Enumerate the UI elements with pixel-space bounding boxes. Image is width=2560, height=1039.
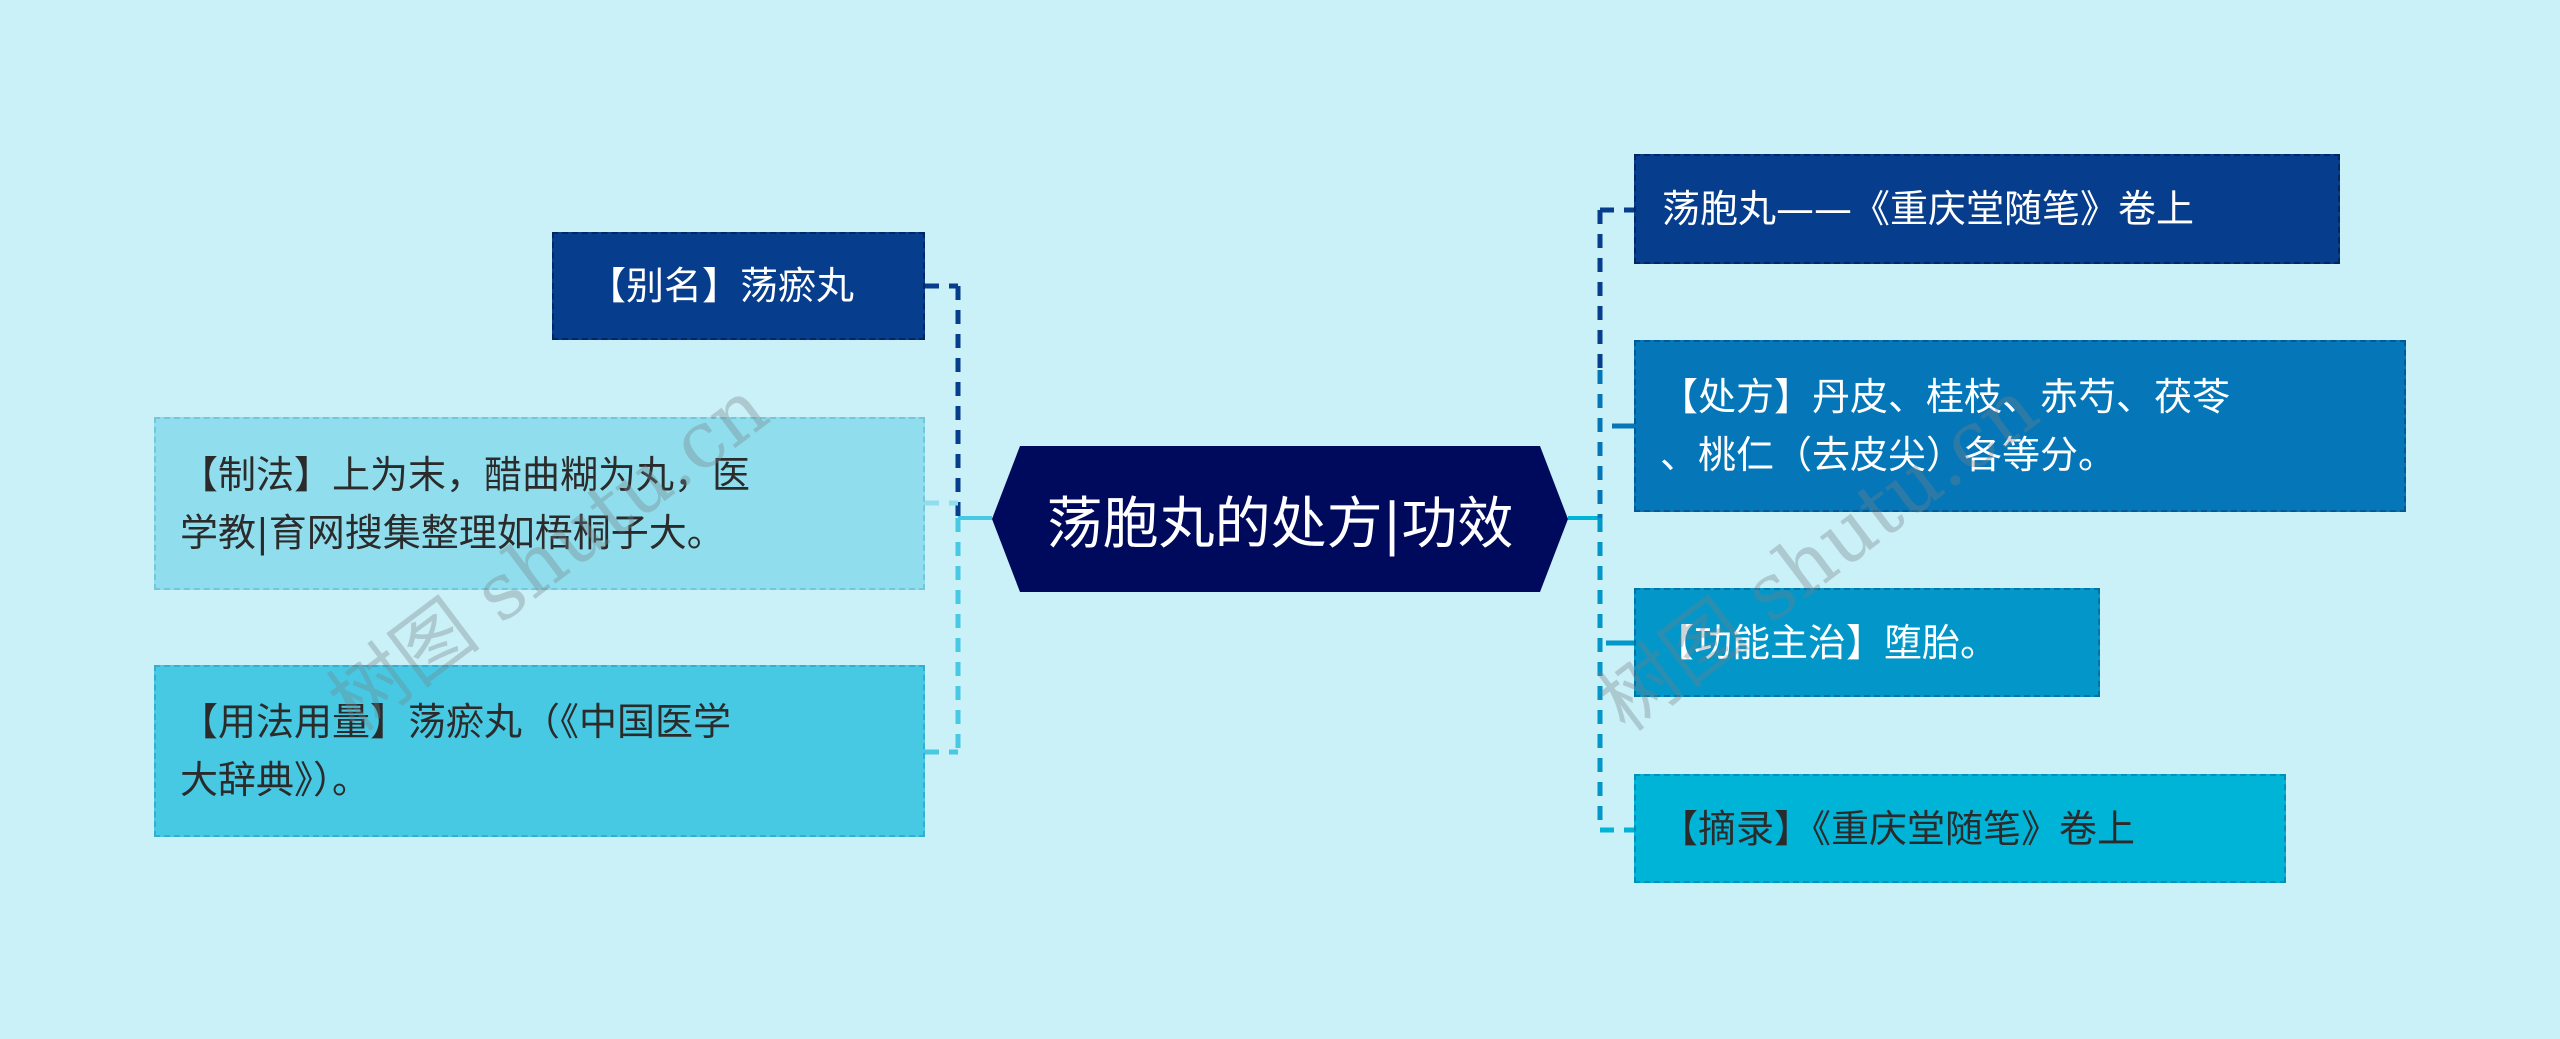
node-source-text: 荡胞丸——《重庆堂随笔》卷上 [1662,187,2195,231]
node-excerpt[interactable]: 【摘录】《重庆堂随笔》卷上 [1634,774,2286,883]
node-excerpt-text: 【摘录】《重庆堂随笔》卷上 [1660,806,2136,851]
node-usage-line2: 大辞典》）。 [180,758,371,802]
node-preparation[interactable]: 【制法】上为末，醋曲糊为丸，医 学教|育网搜集整理如梧桐子大。 [154,417,925,590]
node-usage-line1: 【用法用量】荡瘀丸（《中国医学 [180,700,732,744]
hexagon-shape [992,446,1568,592]
node-prescription-line2: 、桃仁（去皮尖）各等分。 [1660,433,2117,477]
root-label: 荡胞丸的处方|功效 [1046,491,1514,557]
node-usage[interactable]: 【用法用量】荡瘀丸（《中国医学 大辞典》）。 [154,665,925,837]
node-source[interactable]: 荡胞丸——《重庆堂随笔》卷上 [1634,154,2340,264]
node-indication[interactable]: 【功能主治】堕胎。 [1634,588,2100,697]
node-preparation-line2: 学教|育网搜集整理如梧桐子大。 [180,510,725,555]
node-prescription-line1: 【处方】丹皮、桂枝、赤芍、茯苓 [1660,375,2231,419]
node-preparation-line1: 【制法】上为末，醋曲糊为丸，医 [180,452,751,497]
node-prescription[interactable]: 【处方】丹皮、桂枝、赤芍、茯苓 、桃仁（去皮尖）各等分。 [1634,340,2406,512]
node-alias[interactable]: 【别名】荡瘀丸 [552,232,925,340]
node-alias-text: 【别名】荡瘀丸 [588,264,855,308]
root-node[interactable]: 荡胞丸的处方|功效 [990,444,1570,594]
node-indication-text: 【功能主治】堕胎。 [1656,620,1999,665]
